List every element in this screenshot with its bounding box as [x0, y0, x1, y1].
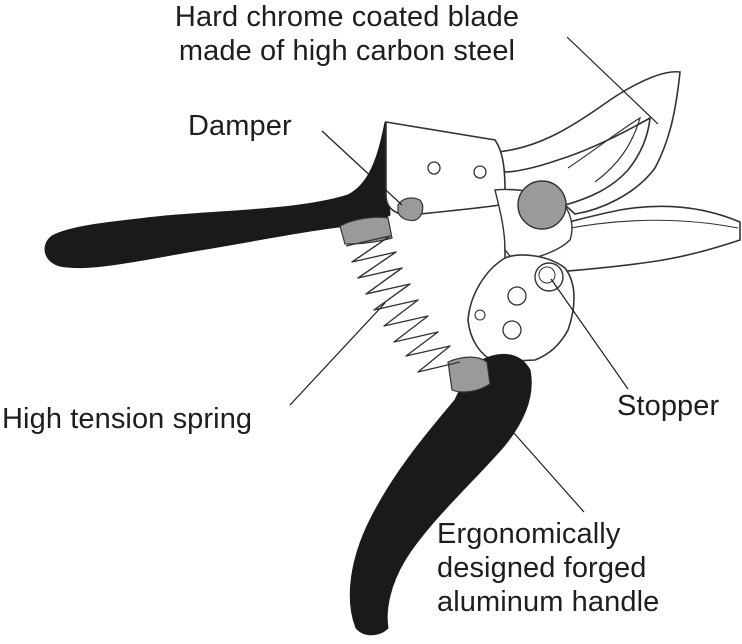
leader-blade: [566, 36, 659, 125]
handle-label: Ergonomically designed forged aluminum h…: [437, 517, 659, 619]
rivet-upper-2: [473, 165, 487, 179]
leader-damper: [321, 130, 403, 206]
handle-label-line-2: designed forged: [437, 552, 647, 584]
spring-coil: [345, 235, 461, 373]
lower-handle: [349, 353, 532, 636]
handle-label-line-1: Ergonomically: [437, 518, 621, 550]
blade-label-line-1: Hard chrome coated blade: [174, 1, 520, 33]
stopper-label: Stopper: [617, 390, 720, 422]
damper-label: Damper: [188, 110, 292, 142]
spring-label: High tension spring: [2, 403, 253, 435]
upper-jaw-plate: [385, 121, 506, 216]
rivet-lower-3: [474, 309, 486, 321]
pivot-bolt: [517, 180, 567, 230]
upper-handle: [44, 121, 391, 269]
spring-cap-lower: [447, 356, 491, 393]
upper-blade-bevel: [567, 116, 642, 183]
handle-label-line-3: aluminum handle: [437, 586, 660, 618]
lower-blade-edge: [559, 219, 739, 231]
rivet-lower-2: [502, 320, 522, 340]
leader-handle: [504, 422, 585, 513]
blade-label: Hard chrome coated blade made of high ca…: [137, 0, 557, 68]
damper-upper: [397, 197, 424, 222]
rivet-lower-1: [507, 286, 527, 306]
leader-spring: [289, 302, 386, 406]
upper-blade: [495, 70, 681, 215]
rivet-upper-1: [427, 161, 441, 175]
blade-label-line-2: made of high carbon steel: [178, 35, 516, 67]
leader-stopper: [550, 278, 629, 390]
